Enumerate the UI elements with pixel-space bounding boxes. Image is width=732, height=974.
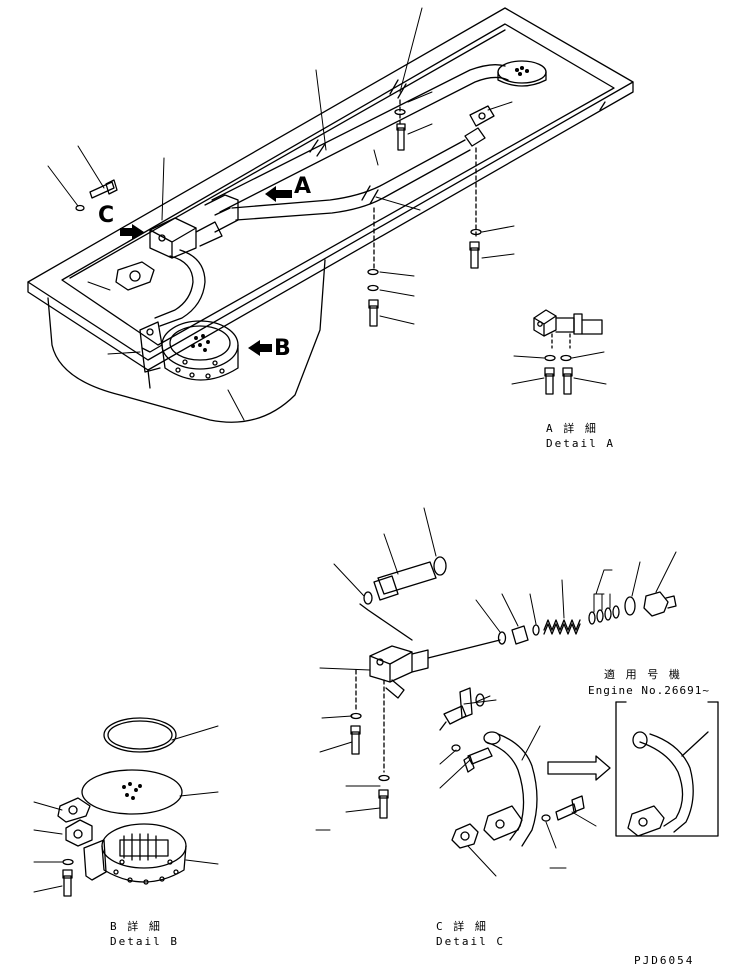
detail-b-caption-en: Detail B: [110, 935, 179, 948]
applicability-label-en: Engine No.26691~: [588, 684, 710, 697]
relief-valve-main: [149, 194, 239, 259]
bolt: [89, 179, 118, 199]
detail-c-caption-en: Detail C: [436, 935, 505, 948]
tube-clamp-2: [361, 185, 379, 205]
detail-a-caption-jp: A 詳 細: [546, 422, 598, 435]
detail-a-marker-label: A: [294, 174, 312, 199]
bolt: [368, 299, 379, 327]
inset-frame: [615, 701, 719, 837]
flange-upper: [464, 105, 495, 147]
detail-c-marker-label: C: [98, 203, 115, 228]
detail-a-caption-en: Detail A: [546, 437, 615, 450]
applicability-label-jp: 適 用 号 機: [604, 668, 682, 681]
arrow-marker-a: [265, 186, 292, 202]
bolt: [396, 123, 406, 151]
detail-b-drawing: [57, 717, 187, 897]
alignment-lines: [373, 99, 477, 269]
leader-lines-b: [33, 725, 219, 893]
strainer-cap-top: [497, 60, 547, 87]
leader-lines-a: [511, 351, 607, 385]
tube-clamp-3: [389, 79, 407, 99]
drawing-code: PJD6054: [634, 954, 695, 967]
arrow-marker-c: [120, 224, 144, 240]
arrow-marker-b: [248, 340, 272, 356]
detail-b-marker-label: B: [274, 336, 291, 361]
pipe-to-strainer: [154, 249, 206, 327]
leader-lines-c: [315, 507, 677, 877]
tube-clamp-1: [309, 139, 326, 157]
strainer-main: [139, 320, 239, 381]
inset-arrow: [547, 755, 611, 781]
inset-pipe: [627, 731, 709, 837]
detail-c-drawing: [350, 556, 677, 849]
suction-tube-upper: [211, 64, 509, 213]
leader-lines-main: [47, 7, 515, 421]
detail-b-caption-jp: B 詳 細: [110, 920, 162, 933]
detail-c-caption-jp: C 詳 細: [436, 920, 488, 933]
detail-a-drawing: [533, 309, 603, 395]
gasket-main: [115, 261, 155, 291]
oil-pan: [27, 7, 634, 423]
suction-tube-lower: [231, 139, 471, 221]
bolt: [469, 241, 480, 269]
